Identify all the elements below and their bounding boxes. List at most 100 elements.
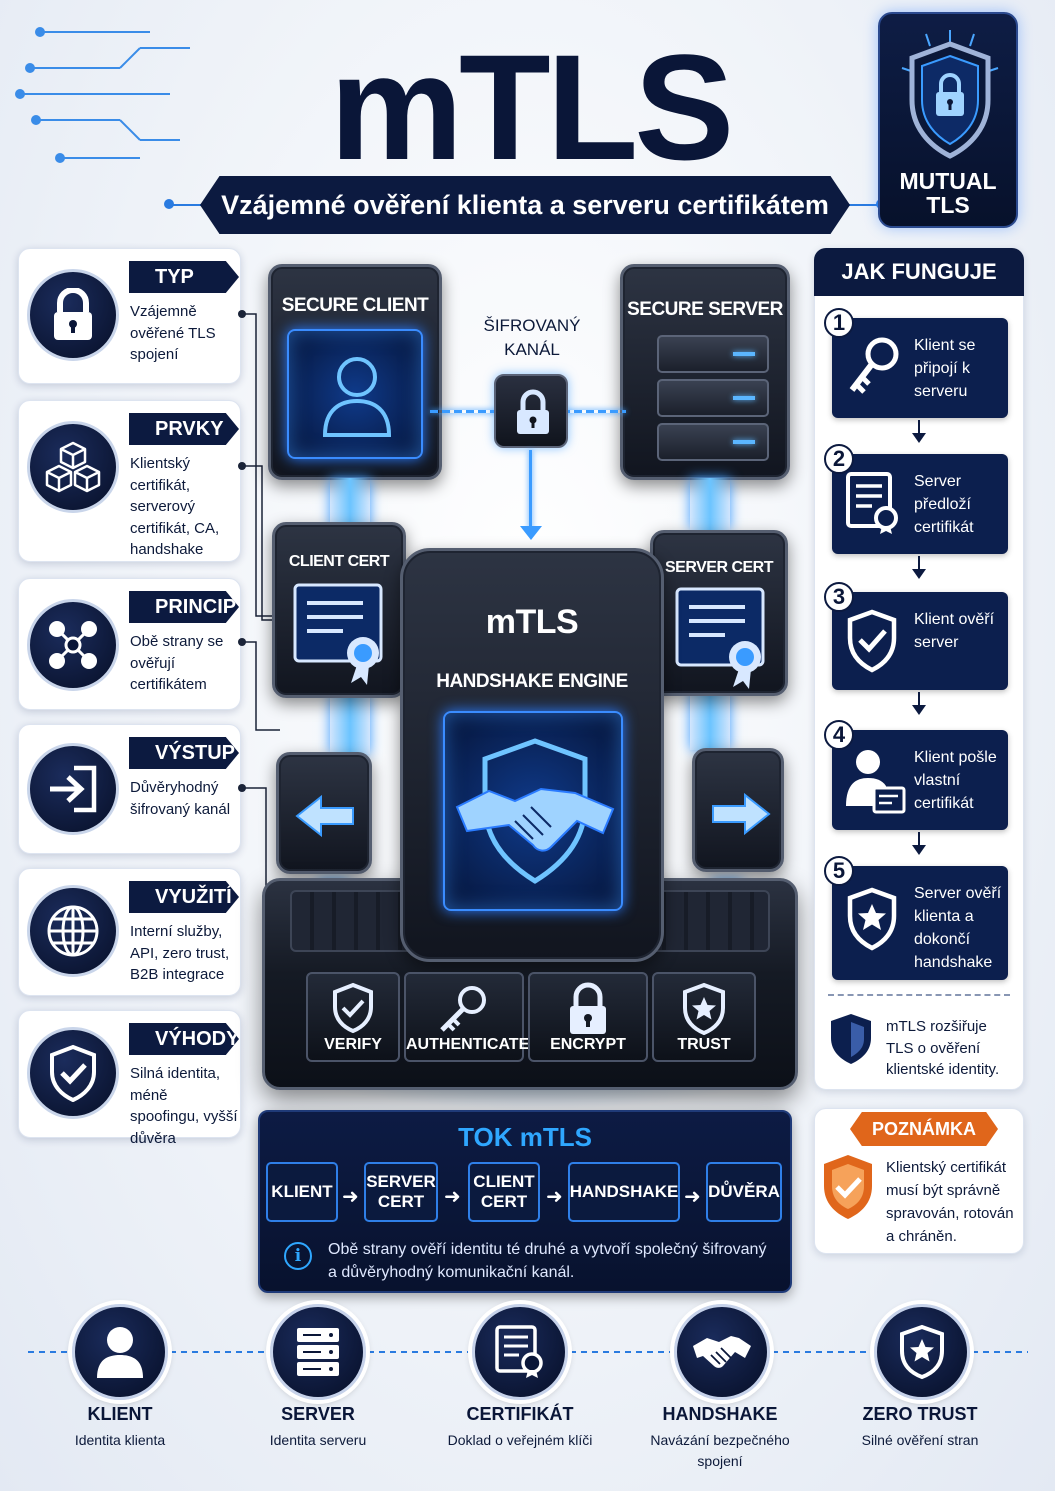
page-title: mTLS <box>329 23 735 191</box>
user-certificate-icon <box>846 750 906 814</box>
secure-server-device: SECURE SERVER <box>620 264 790 480</box>
server-circle <box>270 1304 366 1400</box>
step-4: 4 Klient pošle vlastní certifikát <box>824 720 1008 830</box>
cubes-icon <box>27 421 119 513</box>
bottom-desc: Identita klienta <box>74 1432 166 1448</box>
zero-trust-circle <box>874 1304 970 1400</box>
step-5: 5 Server ověří klienta a dokončí handsha… <box>824 856 1008 980</box>
card-vystup: VÝSTUP Důvěryhodný šifrovaný kanál <box>18 724 241 854</box>
step-arrow <box>912 433 926 443</box>
secure-client-device: SECURE CLIENT <box>268 264 442 480</box>
encrypted-channel-label: ŠIFROVANÝ KANÁL <box>483 316 581 359</box>
globe-icon <box>27 885 119 977</box>
client-beam <box>330 478 370 530</box>
bottom-desc: Navázání bezpečného spojení <box>650 1432 790 1469</box>
circuit-lines-decoration <box>15 27 190 163</box>
shield-check-icon <box>847 609 897 673</box>
bottom-connector <box>972 1351 1028 1353</box>
step-text: Klient pošle vlastní certifikát <box>914 749 997 812</box>
card-vyuziti: VYUŽITÍ Interní služby, API, zero trust,… <box>18 868 241 996</box>
bottom-connector <box>368 1351 472 1353</box>
step-arrow <box>918 420 920 434</box>
bottom-desc: Silné ověření stran <box>861 1432 979 1448</box>
flow-arrow: ➜ <box>342 1186 359 1208</box>
tok-title: TOK mTLS <box>458 1122 592 1152</box>
card-text: Interní služby, API, zero trust, B2B int… <box>130 923 230 983</box>
mutual-tls-badge: MUTUAL TLS <box>878 12 1018 228</box>
channel-down-arrow <box>529 450 532 530</box>
step-number: 3 <box>824 582 854 612</box>
card-prvky: PRVKY Klientský certifikát, serverový ce… <box>18 400 241 562</box>
bottom-connector <box>28 1351 72 1353</box>
shield-star-icon <box>847 887 897 951</box>
client-screen <box>287 329 423 459</box>
authenticate-label: AUTHENTICATE <box>406 1036 530 1053</box>
key-icon <box>440 986 486 1032</box>
trust-button[interactable]: TRUST <box>652 972 756 1062</box>
server-beam-lower <box>690 690 730 750</box>
card-typ: TYP Vzájemně ověřené TLS spojení <box>18 248 241 384</box>
step-text: Klient se připojí k serveru <box>914 337 976 400</box>
card-connector-lines <box>238 310 280 901</box>
flow-step-duvera: DŮVĚRA <box>706 1162 782 1222</box>
padlock-icon <box>27 269 119 361</box>
shield-lock-icon <box>901 30 999 159</box>
engine-subtitle: HANDSHAKE ENGINE <box>436 671 628 692</box>
step-arrow <box>918 556 920 570</box>
step-arrow <box>912 569 926 579</box>
step-arrow <box>918 692 920 706</box>
secure-server-label: SECURE SERVER <box>627 299 783 320</box>
card-tag: VÝSTUP <box>129 737 239 769</box>
secure-client-label: SECURE CLIENT <box>281 295 429 316</box>
bottom-name: SERVER <box>281 1404 355 1424</box>
verify-button[interactable]: VERIFY <box>306 972 400 1062</box>
bottom-desc: Identita serveru <box>269 1432 367 1448</box>
step-arrow <box>918 832 920 846</box>
step-arrow <box>912 845 926 855</box>
card-text: Vzájemně ověřené TLS spojení <box>130 303 216 363</box>
client-cert-panel: CLIENT CERT <box>272 522 406 698</box>
shield-icon <box>831 1014 871 1064</box>
flow-step-client-cert: CLIENT CERT <box>468 1162 540 1222</box>
tok-info-text: Obě strany ověří identitu té druhé a vyt… <box>328 1241 767 1281</box>
left-arrow-module <box>276 752 372 874</box>
bottom-name: ZERO TRUST <box>862 1404 978 1424</box>
padlock-icon <box>517 389 549 434</box>
flow-step-klient: KLIENT <box>266 1162 338 1222</box>
flow-arrow: ➜ <box>444 1186 461 1208</box>
certificate-icon <box>675 587 765 689</box>
poznamka-text: Klientský certifikát musí být správně sp… <box>886 1159 1014 1245</box>
engine-title: mTLS <box>485 603 579 641</box>
handshake-circle <box>674 1304 770 1400</box>
client-beam-lower <box>330 694 370 754</box>
card-vyhody: VÝHODY Silná identita, méně spoofingu, v… <box>18 1010 241 1147</box>
poznamka-title: POZNÁMKA <box>850 1112 998 1146</box>
certificate-icon <box>846 472 898 534</box>
channel-down-arrowhead <box>520 526 542 540</box>
handshake-icon <box>693 1336 751 1368</box>
card-text: Silná identita, méně spoofingu, vyšší dů… <box>130 1065 238 1147</box>
step-text: Klient ověří server <box>914 611 995 651</box>
jak-funguje-title: JAK FUNGUJE <box>814 248 1024 296</box>
certificate-icon <box>495 1325 543 1378</box>
encrypt-label: ENCRYPT <box>550 1036 626 1053</box>
server-rack-icon <box>657 335 769 461</box>
klient-circle <box>72 1304 168 1400</box>
card-text: Obě strany se ověřují certifikátem <box>130 633 224 693</box>
server-icon <box>297 1328 339 1376</box>
authenticate-button[interactable]: AUTHENTICATE <box>404 972 530 1062</box>
subtitle-dot-left <box>164 199 174 209</box>
card-tag: TYP <box>129 261 239 293</box>
encrypt-button[interactable]: ENCRYPT <box>528 972 648 1062</box>
jak-note: mTLS rozšiřuje TLS o ověření klientské i… <box>886 1018 1000 1078</box>
jak-divider <box>828 994 1010 996</box>
shield-check-orange-icon <box>824 1155 872 1219</box>
mutual-tls-label: MUTUAL TLS <box>899 168 997 218</box>
flow-step-handshake: HANDSHAKE <box>568 1162 680 1222</box>
channel-lock <box>494 374 568 448</box>
bottom-name: CERTIFIKÁT <box>466 1404 574 1424</box>
step-1: 1 Klient se připojí k serveru <box>824 308 1008 418</box>
server-cert-panel: SERVER CERT <box>650 530 788 696</box>
network-nodes-icon <box>27 599 119 691</box>
step-text: Server předloží certifikát <box>914 473 974 536</box>
